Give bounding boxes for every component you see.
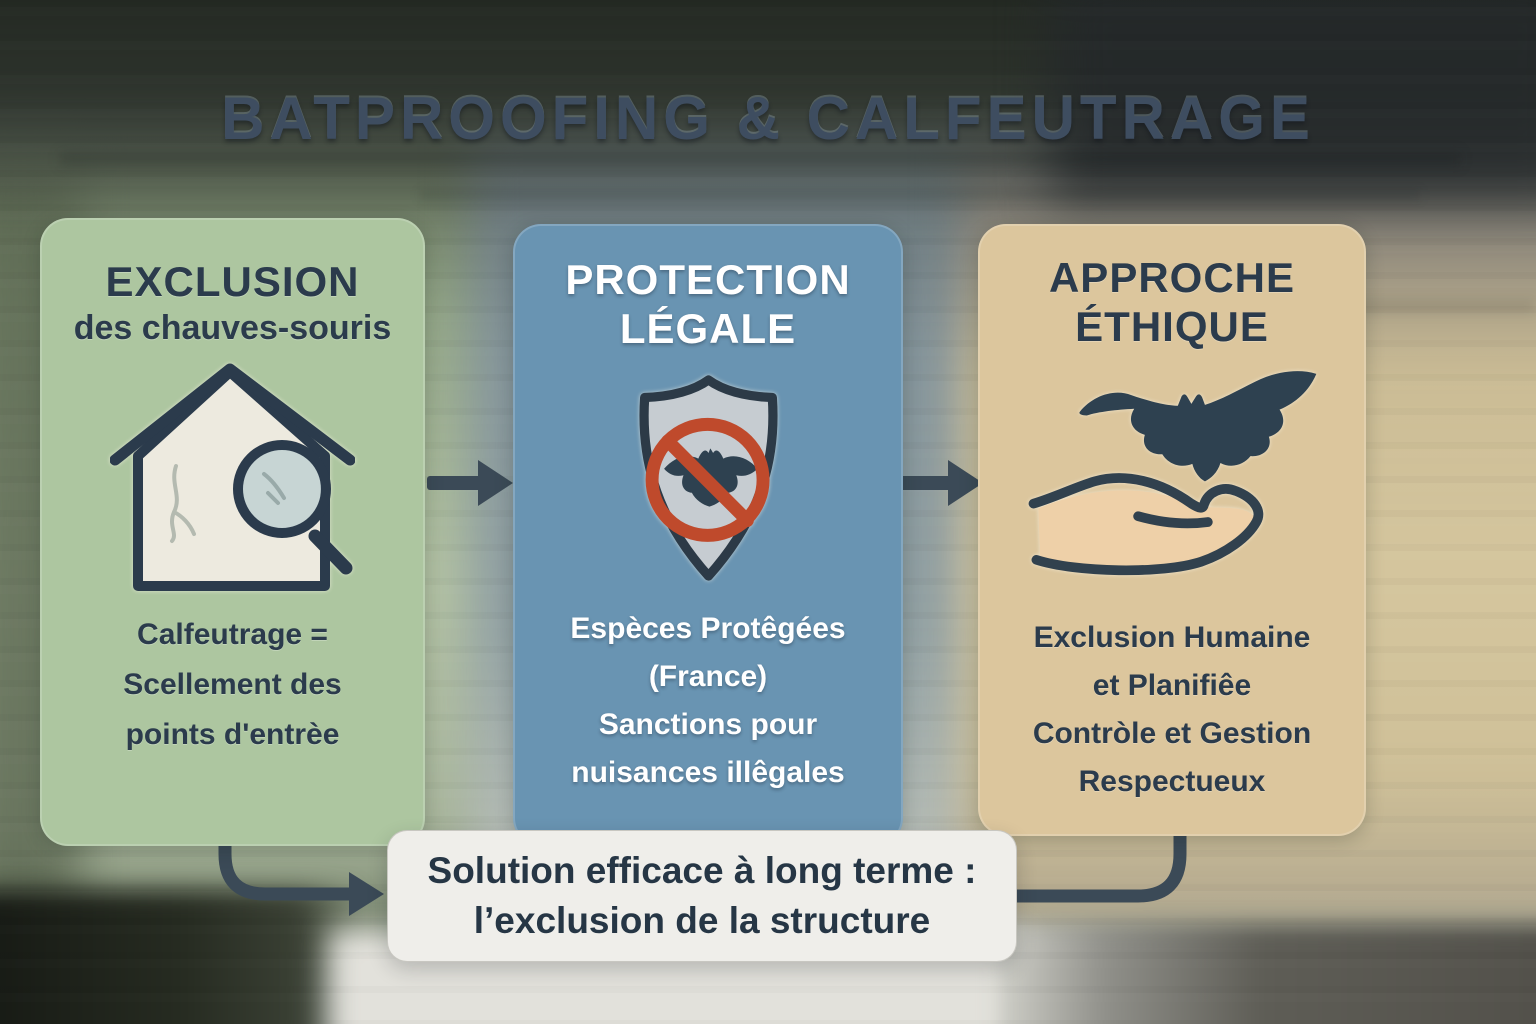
arrow-card1-to-card2: [427, 460, 513, 506]
card-body-line: Exclusion Humaine: [1033, 621, 1311, 655]
bat-over-hand-icon: [1028, 371, 1317, 576]
hand-thumb-line: [1133, 511, 1213, 529]
card-body-line: et Planifiêe: [1092, 669, 1252, 703]
conclusion-box: Solution efficace à long terme : l’exclu…: [387, 830, 1017, 962]
bat-silhouette: [1079, 371, 1317, 482]
card-heading: APPROCHE: [1048, 254, 1296, 301]
background-bottom-right-gray: [1000, 925, 1536, 1024]
card-body-line: Scellement des: [123, 667, 342, 701]
conclusion-line: l’exclusion de la structure: [473, 900, 931, 941]
background-bottom-left-dark: [0, 890, 360, 1024]
card-body: Espèces Protêgées (France) Sanctions pou…: [570, 605, 845, 797]
card-approche-ethique: APPROCHE ÉTHIQUE Exclusion Humaine et Pl…: [978, 224, 1366, 836]
card-body: Calfeutrage = Scellement des points d'en…: [123, 610, 341, 760]
house-crack-magnifier-icon: [110, 363, 355, 591]
card-subheading: des chauves-souris: [73, 308, 392, 347]
card-body-line: Contròle et Gestion: [1032, 717, 1312, 751]
card-body-line: points d'entrèe: [125, 717, 340, 751]
arrow-card2-to-card3: [899, 460, 983, 506]
card-heading: EXCLUSION: [105, 258, 360, 305]
hand-fill: [1038, 490, 1257, 570]
shield-no-bat-icon: [638, 375, 778, 582]
hand-outline: [1028, 473, 1264, 576]
card-body-line: Respectueux: [1078, 765, 1266, 799]
card-body-line: Sanctions pour: [598, 708, 818, 742]
card-body: Exclusion Humaine et Planifiêe Contròle …: [1033, 614, 1311, 806]
background-streak: [60, 152, 1460, 166]
card-body-line: nuisances illêgales: [571, 756, 845, 790]
card-body-line: Espèces Protêgées: [570, 612, 846, 646]
conclusion-line: Solution efficace à long terme :: [427, 850, 977, 891]
card-heading: PROTECTION: [565, 256, 851, 303]
card-body-line: (France): [648, 660, 768, 694]
card-exclusion: EXCLUSION des chauves-souris Calfeutrage…: [40, 218, 425, 846]
background-streak: [420, 190, 1420, 200]
page-title: BATPROOFING & CALFEUTRAGE: [221, 85, 1315, 152]
card-body-line: Calfeutrage =: [137, 617, 328, 651]
card-heading: ÉTHIQUE: [1075, 302, 1269, 350]
card-heading: LÉGALE: [619, 304, 797, 352]
card-protection-legale: PROTECTION LÉGALE Espèces Protêgées (Fra…: [513, 224, 903, 846]
